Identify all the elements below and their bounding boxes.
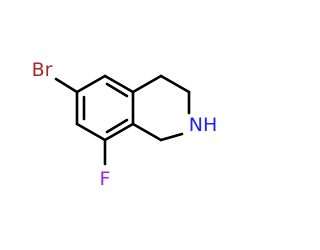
bond-c5-c6 bbox=[75, 74, 107, 94]
double-bond-c6-c7 bbox=[105, 82, 129, 98]
atom-label-fluorine: F bbox=[100, 168, 111, 190]
bond-c6-c7 bbox=[103, 74, 135, 94]
structure-canvas: Br F NH bbox=[31, 59, 218, 190]
double-bond-c8-c9 bbox=[105, 118, 129, 134]
bond-c4-c3 bbox=[159, 74, 191, 94]
bond-c5-br bbox=[54, 77, 79, 94]
molecule-structure: Br F NH bbox=[32, 59, 218, 190]
atom-label-nitrogen: NH bbox=[189, 114, 218, 136]
atom-label-bromine: Br bbox=[32, 59, 53, 81]
bond-c8-c9 bbox=[103, 122, 135, 142]
bond-c9-c10 bbox=[75, 122, 107, 142]
bond-c7-c4 bbox=[131, 74, 163, 94]
bond-c1-c8 bbox=[131, 122, 163, 142]
bond-n-c1 bbox=[159, 132, 184, 142]
